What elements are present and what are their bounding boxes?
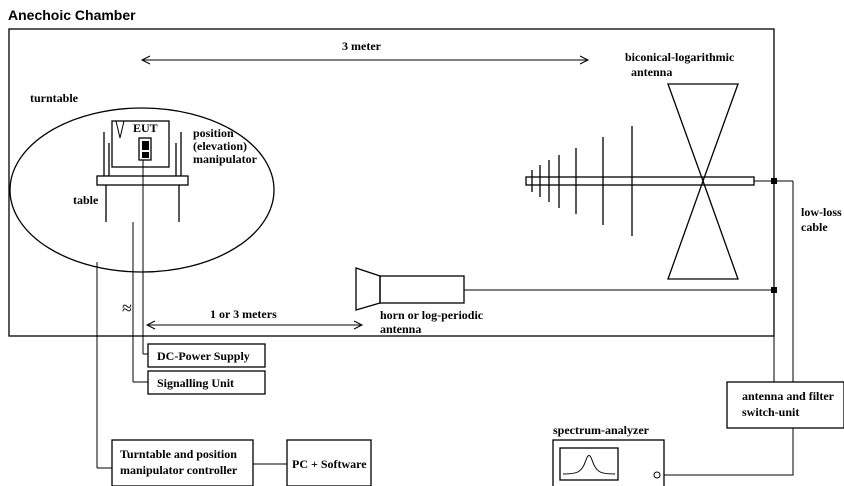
dc-power-supply-box [147, 343, 266, 368]
distance-label-3m: 3 meter [342, 39, 382, 53]
biconical-logarithmic-antenna [525, 83, 755, 280]
turntable-controller-label-line2: manipulator controller [120, 463, 238, 477]
turntable-label: turntable [30, 91, 79, 105]
signalling-unit-label: Signalling Unit [157, 376, 234, 390]
turntable-controller-box [111, 439, 254, 486]
biconical-antenna-label-line1: biconical-logarithmic [625, 50, 735, 64]
position-manipulator-label-line2: (elevation) [193, 139, 247, 153]
distance-arrow-1-or-3m [145, 320, 364, 330]
position-manipulator-label-line1: position [193, 126, 234, 140]
table-label: table [73, 193, 99, 207]
pc-software-label: PC + Software [292, 457, 367, 471]
horn-antenna-label-line1: horn or log-periodic [380, 308, 484, 322]
turntable-ellipse [9, 107, 275, 273]
dc-power-supply-label: DC-Power Supply [157, 349, 250, 363]
spectrum-analyzer-label: spectrum-analyzer [553, 423, 650, 437]
switch-unit-label-line2: switch-unit [742, 405, 799, 419]
eut-cables [132, 160, 148, 383]
eut-label: EUT [133, 121, 158, 135]
cable-break-symbol: ≈ [122, 298, 132, 318]
biconical-antenna-label-line2: antenna [631, 65, 672, 79]
spectrum-analyzer [552, 439, 665, 486]
turntable-controller-label-line1: Turntable and position [120, 447, 237, 461]
antenna-cables [464, 178, 794, 398]
distance-arrow-3m [140, 55, 590, 65]
chamber-title: Anechoic Chamber [8, 7, 136, 23]
distance-label-1-or-3m: 1 or 3 meters [210, 307, 277, 321]
switch-unit-box [726, 381, 844, 429]
pc-software-box [286, 439, 372, 486]
low-loss-cable-label-line1: low-loss [801, 205, 842, 219]
analyzer-cable [664, 428, 794, 476]
eut-phone-icon [115, 120, 152, 161]
low-loss-cable-label-line2: cable [801, 220, 828, 234]
horn-antenna [355, 267, 465, 311]
position-manipulator-label-line3: manipulator [193, 152, 258, 166]
switch-unit-label-line1: antenna and filter [742, 389, 835, 403]
signalling-unit-box [147, 370, 266, 395]
horn-antenna-label-line2: antenna [380, 322, 421, 336]
